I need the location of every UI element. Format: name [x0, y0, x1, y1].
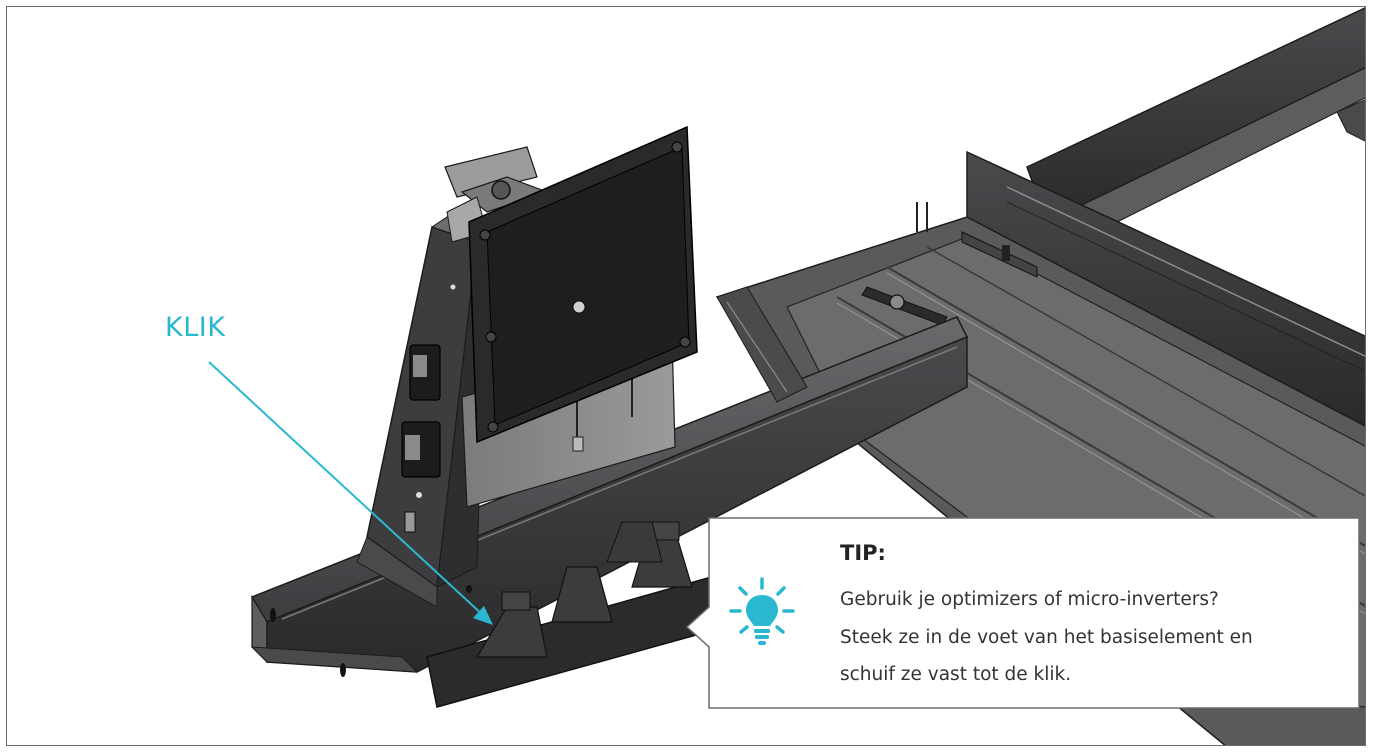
- tip-title: TIP:: [840, 541, 886, 565]
- klik-callout-label: KLIK: [165, 312, 226, 343]
- klik-arrow: [208, 361, 493, 625]
- rail-feet: [426, 521, 799, 708]
- top-clamp: [444, 146, 549, 243]
- tip-text-line: Steek ze in de voet van het basiselement…: [840, 627, 1253, 648]
- tip-text-line: Gebruik je optimizers of micro-inverters…: [840, 589, 1219, 610]
- lightbulb-icon: [729, 577, 795, 645]
- tip-box-outline: [685, 517, 1360, 709]
- diagram-frame: KLIK TIP: Gebruik je optimizers of micro…: [6, 6, 1366, 746]
- optimizer-unit: [468, 125, 698, 444]
- tip-text-line: schuif ze vast tot de klik.: [840, 664, 1072, 685]
- rear-rail: [1026, 7, 1365, 248]
- mounting-system-illustration: [208, 7, 1365, 745]
